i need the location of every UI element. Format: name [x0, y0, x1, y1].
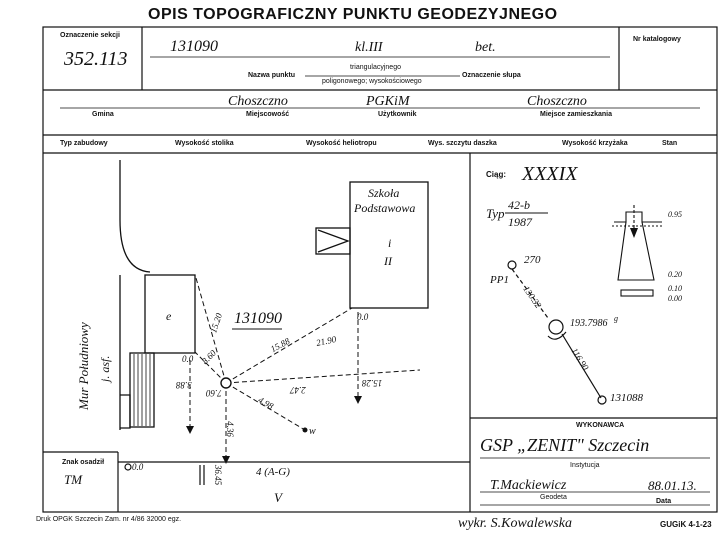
meas-7-60: 7.60 — [206, 388, 222, 398]
meas-0-0-b: 0.0 — [182, 354, 194, 364]
sketch-drawing — [119, 160, 429, 430]
meas-36-45: 36.45 — [213, 464, 224, 486]
form-code: GUGiK 4-1-23 — [660, 520, 712, 529]
meas-15-28: 15.28 — [362, 378, 383, 388]
point-pp1: PP1 — [490, 274, 509, 286]
building-e-label: e — [166, 309, 172, 323]
residence-value: Choszczno — [527, 94, 587, 109]
point-name-label: Nazwa punktu — [248, 72, 296, 79]
surveyor-label: Geodeta — [540, 494, 567, 501]
point-270: 270 — [524, 254, 541, 266]
point-131088: 131088 — [610, 392, 643, 404]
catalog-label: Nr katalogowy — [633, 36, 681, 43]
print-note: Druk OPGK Szczecin Zam. nr 4/86 32000 eg… — [36, 516, 182, 523]
road-label: 4 (A-G) — [256, 466, 290, 478]
col-wys-heliotropu: Wysokość heliotropu — [306, 140, 377, 147]
typ-number: 42-b — [508, 198, 530, 212]
meas-2-47: 2.47 — [290, 385, 306, 395]
asphalt-label: j. asf. — [98, 355, 112, 382]
col-wys-krzyzaka: Wysokość krzyżaka — [562, 140, 628, 147]
miejscowosc-label: Miejscowość — [246, 111, 290, 118]
ciag-value: XXXIX — [522, 163, 578, 185]
angle-value: 193.7986 — [570, 318, 608, 329]
point-class: kl.III — [355, 40, 383, 55]
dim-0-00: 0.00 — [668, 294, 682, 303]
meas-3-88: 3.88 — [176, 380, 192, 390]
wykonawca-value: GSP „ZENIT" Szczecin — [480, 435, 650, 455]
typ-label: Typ — [486, 206, 505, 221]
col-typ-zabudowy: Typ zabudowy — [60, 140, 108, 147]
triang-label: triangulacyjnego — [350, 64, 401, 71]
post-label: Oznaczenie słupa — [462, 72, 521, 79]
curved-wall — [119, 160, 151, 273]
meas-0-0-c: 0.0 — [132, 462, 144, 472]
v-label: V — [274, 490, 282, 505]
user-value: PGKiM — [366, 94, 410, 109]
dim-0-95: 0.95 — [668, 210, 682, 219]
ciag-label: Ciąg: — [486, 170, 506, 179]
school-ii: II — [384, 254, 392, 268]
meas-4-36: 4.36 — [224, 421, 235, 437]
section-label: Oznaczenie sekcji — [60, 32, 120, 39]
w-label: w — [309, 426, 316, 437]
wykonawca-label: WYKONAWCA — [576, 422, 625, 429]
school-i: i — [388, 236, 392, 250]
monument-section — [612, 205, 664, 297]
date-label: Data — [656, 498, 672, 505]
wall-label: Mur Południowy — [76, 322, 91, 410]
surveyor-name: T.Mackiewicz — [490, 478, 567, 493]
sketch-point-label: 131090 — [234, 310, 282, 327]
angle-unit: g — [614, 314, 618, 323]
document-title: OPIS TOPOGRAFICZNY PUNKTU GEODEZYJNEGO — [148, 6, 558, 23]
col-wys-daszka: Wys. szczytu daszka — [428, 140, 497, 147]
section-value: 352.113 — [64, 48, 128, 70]
point-number: 131090 — [170, 38, 218, 55]
user-label: Użytkownik — [378, 111, 417, 118]
col-stan: Stan — [662, 140, 678, 147]
meas-0-0-a: 0.0 — [357, 312, 369, 322]
col-wys-stolika: Wysokość stolika — [175, 140, 234, 147]
typ-year: 1987 — [508, 215, 532, 229]
w-marker — [302, 427, 308, 433]
dim-0-20: 0.20 — [668, 270, 682, 279]
drawn-by: wykr. S.Kowalewska — [458, 516, 572, 531]
school-label-2: Podstawowa — [354, 201, 416, 215]
building-e — [144, 274, 196, 354]
znak-label: Znak osadził — [62, 459, 105, 466]
post-mark: bet. — [475, 40, 496, 55]
geodetic-point-marker — [220, 377, 232, 389]
traverse-diagram — [505, 212, 607, 405]
gmina-label: Gmina — [92, 111, 114, 118]
outer-border — [42, 26, 718, 513]
znak-value: TM — [64, 472, 83, 487]
school-label-1: Szkoła — [368, 186, 400, 200]
dim-0-10: 0.10 — [668, 284, 682, 293]
instytucja-label: Instytucja — [570, 462, 600, 469]
miejscowosc-value: Choszczno — [228, 94, 288, 109]
survey-date: 88.01.13. — [648, 478, 697, 493]
poligon-label: poligonowego; wysokościowego — [322, 78, 422, 85]
residence-label: Miejsce zamieszkania — [540, 111, 612, 118]
